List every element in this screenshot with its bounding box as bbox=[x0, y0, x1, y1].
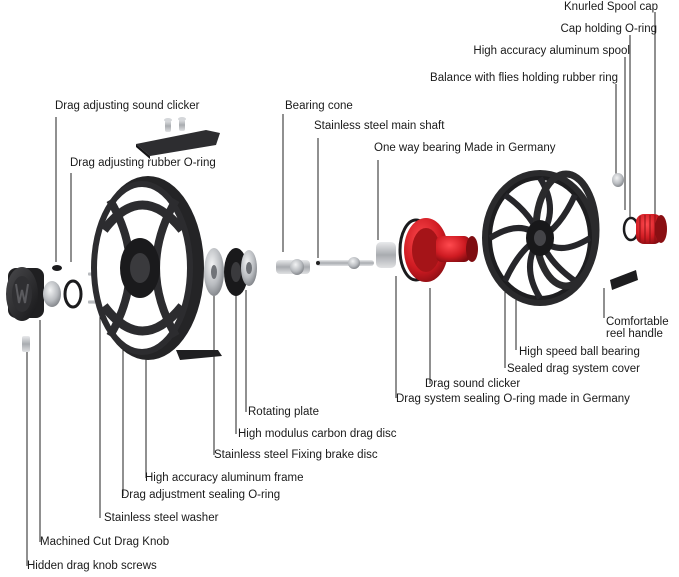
red-drag-housing bbox=[398, 218, 498, 282]
reel-frame bbox=[91, 176, 222, 360]
label-drag-sealing-oring-germany: Drag system sealing O-ring made in Germa… bbox=[396, 393, 630, 405]
label-ball-bearing: High speed ball bearing bbox=[519, 346, 640, 358]
label-aluminum-frame: High accuracy aluminum frame bbox=[145, 472, 304, 484]
label-cap-holding-oring: Cap holding O-ring bbox=[560, 23, 657, 35]
label-reel-handle-line2: reel handle bbox=[606, 328, 663, 340]
label-drag-sound-clicker: Drag sound clicker bbox=[425, 378, 521, 390]
label-aluminum-spool: High accuracy aluminum spool bbox=[473, 45, 630, 57]
label-drag-sound-clicker-top: Drag adjusting sound clicker bbox=[55, 100, 200, 112]
shaft-assembly bbox=[276, 242, 396, 275]
spool-cap bbox=[612, 173, 667, 244]
label-rotating-plate: Rotating plate bbox=[248, 406, 319, 418]
label-one-way-bearing: One way bearing Made in Germany bbox=[374, 142, 556, 154]
drag-knob bbox=[6, 265, 83, 352]
label-balance-rubber-ring: Balance with flies holding rubber ring bbox=[430, 72, 618, 84]
aluminum-spool bbox=[482, 170, 638, 306]
label-bearing-cone: Bearing cone bbox=[285, 100, 353, 112]
label-brake-disc: Stainless steel Fixing brake disc bbox=[214, 449, 378, 461]
reel-foot-bracket bbox=[136, 117, 220, 159]
label-washer: Stainless steel washer bbox=[104, 512, 219, 524]
label-reel-handle-line1: Comfortable bbox=[606, 316, 669, 328]
label-main-shaft: Stainless steel main shaft bbox=[314, 120, 445, 132]
label-reel-handle: Comfortable reel handle bbox=[606, 316, 669, 340]
label-drag-rubber-oring: Drag adjusting rubber O-ring bbox=[70, 157, 216, 169]
label-drag-knob: Machined Cut Drag Knob bbox=[40, 536, 170, 548]
label-knob-screws: Hidden drag knob screws bbox=[27, 560, 157, 572]
label-knurled-spool-cap: Knurled Spool cap bbox=[564, 1, 658, 13]
label-drag-adjust-sealing-oring: Drag adjustment sealing O-ring bbox=[121, 489, 281, 501]
label-sealed-cover: Sealed drag system cover bbox=[507, 363, 640, 375]
label-carbon-drag-disc: High modulus carbon drag disc bbox=[238, 428, 397, 440]
drag-disc-stack bbox=[204, 248, 257, 296]
